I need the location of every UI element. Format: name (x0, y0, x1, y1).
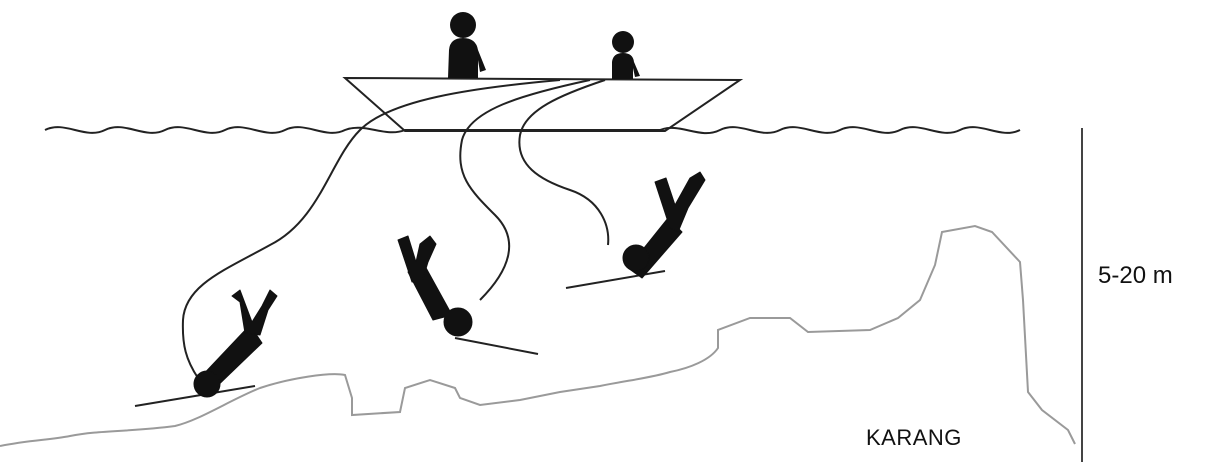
diver-middle (398, 236, 538, 354)
air-hose-left-diver (183, 80, 560, 378)
boat-hull (345, 78, 740, 131)
reef-label: KARANG (866, 425, 962, 451)
diver-left (135, 290, 277, 406)
air-hose-right-diver (519, 80, 608, 245)
depth-label: 5-20 m (1098, 262, 1173, 290)
boat-crew-person-left (448, 12, 486, 78)
boat-crew-person-right (612, 31, 640, 79)
reef-outline (0, 226, 1075, 446)
diver-right (566, 172, 705, 288)
